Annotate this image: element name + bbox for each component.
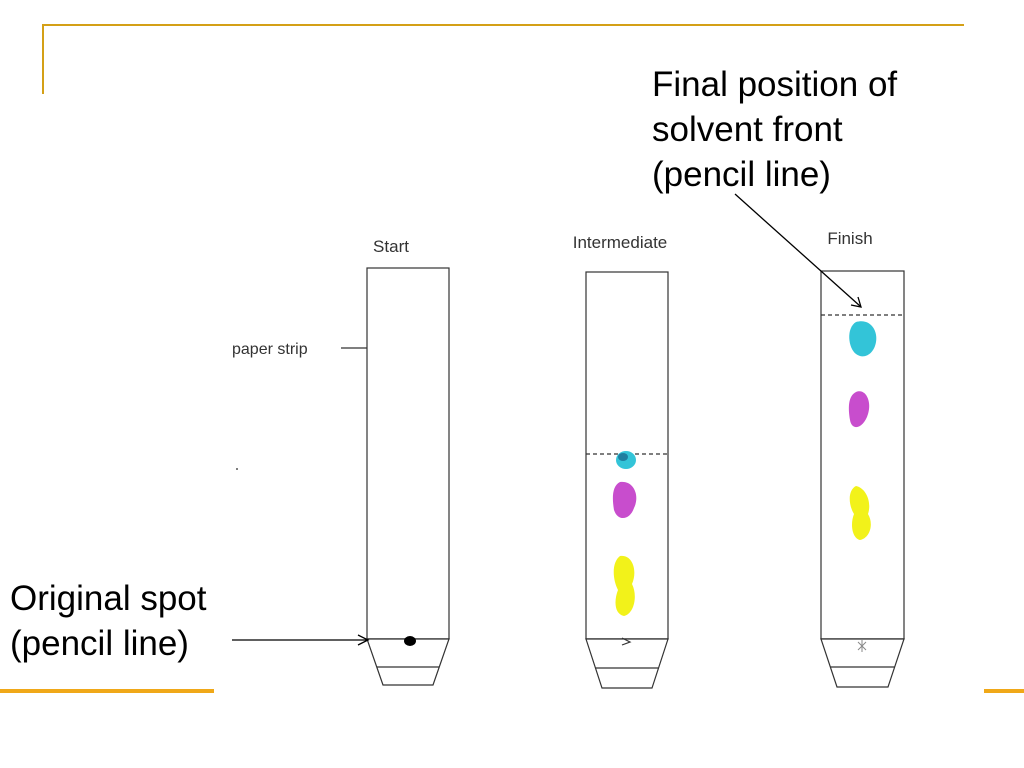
frame-left-line <box>42 24 44 94</box>
start-original-spot <box>404 636 416 646</box>
solvent-front-pointer <box>734 193 862 308</box>
intermediate-cyan-spot-core <box>618 453 628 461</box>
stray-dot <box>236 468 238 470</box>
intermediate-origin-mark <box>621 637 632 646</box>
intermediate-magenta-spot <box>612 481 637 519</box>
intermediate-strip <box>585 271 669 689</box>
footer-rule-right <box>984 689 1024 693</box>
start-strip <box>366 267 450 686</box>
finish-cyan-spot <box>849 321 877 357</box>
intermediate-spots <box>612 451 637 646</box>
finish-magenta-spot <box>848 391 870 428</box>
finish-label: Finish <box>827 229 872 248</box>
original-spot-callout: Original spot (pencil line) <box>10 579 207 663</box>
finish-origin-mark <box>857 640 867 652</box>
intermediate-label: Intermediate <box>573 233 668 252</box>
finish-yellow-spot <box>849 486 871 540</box>
solvent-front-callout: Final position of solvent front (pencil … <box>652 65 898 194</box>
original-spot-pointer <box>232 634 370 646</box>
frame-top-line <box>42 24 964 26</box>
intermediate-yellow-spot <box>613 555 635 616</box>
start-label: Start <box>373 237 409 256</box>
paper-strip-label: paper strip <box>232 341 308 358</box>
footer-rule-left <box>0 689 214 693</box>
finish-spots <box>848 321 877 652</box>
